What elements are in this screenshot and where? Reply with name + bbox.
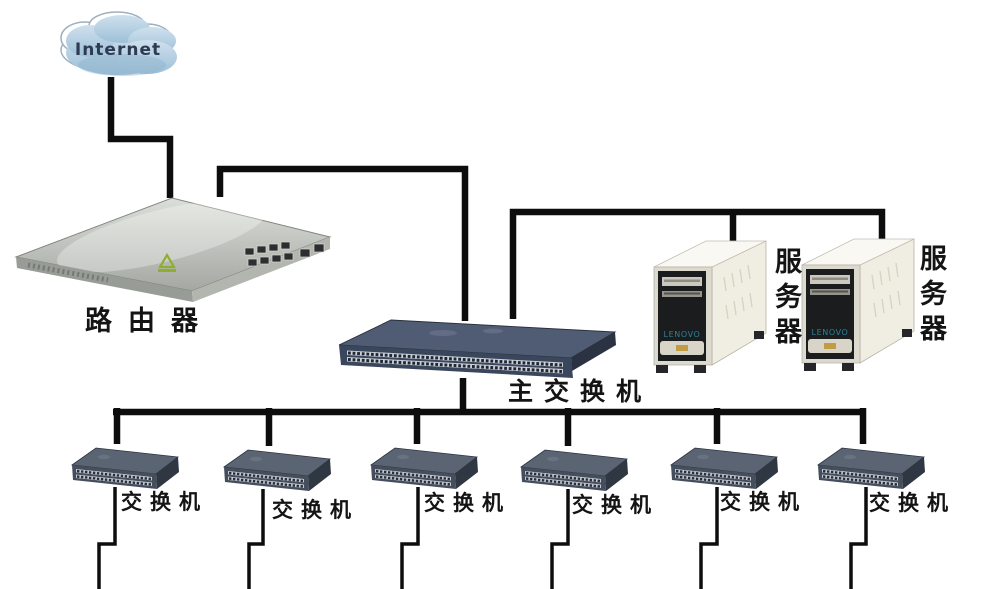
server-1-label: 服务器 bbox=[770, 247, 801, 352]
switch-2-label: 交换机 bbox=[272, 497, 359, 522]
edge-switch-1-downlink bbox=[97, 487, 117, 589]
edge-switch-4-downlink bbox=[550, 489, 570, 589]
main-switch-device bbox=[333, 315, 620, 381]
edge-switch-5-downlink bbox=[699, 487, 719, 589]
edge-internet-router bbox=[107, 77, 174, 198]
edge-switch-6-downlink bbox=[849, 487, 868, 589]
edge-main-switch-server-2 bbox=[509, 208, 886, 319]
server-tower-icon: LENOVO bbox=[648, 233, 776, 378]
main-switch-label: 主交换机 bbox=[508, 377, 653, 406]
internet-label: Internet bbox=[74, 40, 162, 60]
server-1-device: LENOVO bbox=[648, 233, 776, 378]
cloud-icon bbox=[60, 11, 177, 76]
switch-icon bbox=[216, 444, 338, 496]
switch-4-label: 交换机 bbox=[572, 492, 659, 517]
server-2-label: 服务器 bbox=[915, 244, 946, 349]
edge-switch-2-downlink bbox=[247, 489, 265, 589]
router-icon bbox=[14, 197, 332, 302]
main-switch-icon bbox=[338, 319, 617, 378]
edge-switch-3-downlink bbox=[400, 487, 420, 589]
server-1-brand: LENOVO bbox=[664, 330, 701, 339]
server-tower-icon: LENOVO bbox=[796, 231, 924, 376]
switch-2-device bbox=[216, 444, 338, 496]
switch-3-label: 交换机 bbox=[424, 490, 511, 515]
internet-cloud: Internet bbox=[52, 9, 184, 81]
router-device bbox=[12, 191, 334, 305]
switch-5-label: 交换机 bbox=[720, 489, 807, 514]
switch-6-label: 交换机 bbox=[869, 490, 956, 515]
edge-router-main-switch bbox=[216, 165, 469, 321]
router-label: 路由器 bbox=[85, 306, 214, 337]
server-2-brand: LENOVO bbox=[812, 328, 849, 337]
switch-1-label: 交换机 bbox=[121, 489, 208, 514]
server-2-device: LENOVO bbox=[796, 231, 924, 376]
